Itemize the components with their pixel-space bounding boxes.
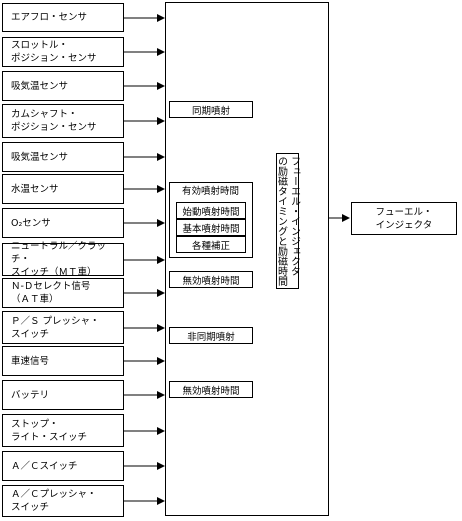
sensor-box: バッテリ — [2, 380, 124, 410]
sensor-label: 吸気温センサ — [11, 151, 69, 163]
sensor-box: ニュートラル／クラッチ・ スイッチ（ＭＴ車） — [2, 241, 124, 278]
timing-label: フューエル・インジェクタ の励磁タイミングと励磁時間 — [275, 156, 300, 286]
sensor-label: スロットル・ ポジション・センサ — [11, 40, 97, 64]
sensor-label: ニュートラル／クラッチ・ スイッチ（ＭＴ車） — [11, 241, 107, 278]
start-injection-time: 始動噴射時間 — [176, 202, 246, 219]
sync-injection-label: 同期噴射 — [191, 105, 230, 117]
invalid-time-label-2: 無効噴射時間 — [182, 385, 240, 397]
sensor-label: 水温センサ — [11, 183, 59, 195]
start-injection-time-label: 始動噴射時間 — [182, 206, 240, 218]
ecu-box — [165, 2, 329, 516]
invalid-time-box-1: 無効噴射時間 — [169, 271, 253, 288]
fuel-injector-label: フューエル・ インジェクタ — [375, 206, 433, 231]
base-injection-time-label: 基本噴射時間 — [182, 223, 240, 235]
sensor-box: Ｐ／Ｓ プレッシャ・ スイッチ — [2, 311, 124, 344]
sensor-label: ストップ・ ライト・スイッチ — [11, 418, 88, 443]
invalid-time-label-1: 無効噴射時間 — [182, 275, 240, 287]
sensor-label: 吸気温センサ — [11, 80, 69, 92]
sensor-box: Ａ／Ｃスイッチ — [2, 451, 124, 481]
sensor-box: エアフロ・センサ — [2, 3, 124, 32]
timing-box: フューエル・インジェクタ の励磁タイミングと励磁時間 — [275, 153, 300, 289]
sensor-label: Ａ／Ｃプレッシャ・ スイッチ — [11, 489, 97, 513]
sensor-label: エアフロ・センサ — [11, 12, 88, 23]
sensor-label: バッテリ — [11, 389, 50, 401]
effective-time-box: 有効噴射時間 始動噴射時間 基本噴射時間 各種補正 — [169, 182, 253, 258]
sensor-box: Ｎ-Ｄセレクト信号 （ＡＴ車） — [2, 278, 124, 308]
sensor-box: Ａ／Ｃプレッシャ・ スイッチ — [2, 485, 124, 517]
sensor-box: スロットル・ ポジション・センサ — [2, 37, 124, 67]
sync-injection-box: 同期噴射 — [169, 101, 253, 118]
various-corrections: 各種補正 — [176, 236, 246, 253]
sensor-label: O₂センサ — [11, 217, 51, 229]
sensor-box: 車速信号 — [2, 346, 124, 376]
async-injection-label: 非同期噴射 — [187, 331, 235, 343]
async-injection-box: 非同期噴射 — [169, 327, 253, 344]
sensor-box: 吸気温センサ — [2, 71, 124, 101]
sensor-box: カムシャフト・ ポジション・センサ — [2, 104, 124, 138]
sensor-label: カムシャフト・ ポジション・センサ — [11, 109, 97, 133]
various-corrections-label: 各種補正 — [191, 240, 230, 252]
base-injection-time: 基本噴射時間 — [176, 219, 246, 236]
fuel-injector-box: フューエル・ インジェクタ — [351, 202, 457, 235]
sensor-box: 水温センサ — [2, 174, 124, 204]
effective-time-title: 有効噴射時間 — [182, 186, 240, 197]
sensor-label: Ａ／Ｃスイッチ — [11, 460, 78, 472]
sensor-box: O₂センサ — [2, 208, 124, 238]
sensor-box: ストップ・ ライト・スイッチ — [2, 414, 124, 447]
sensor-label: Ｐ／Ｓ プレッシャ・ スイッチ — [11, 315, 100, 340]
sensor-box: 吸気温センサ — [2, 142, 124, 172]
sensor-label: Ｎ-Ｄセレクト信号 （ＡＴ車） — [11, 281, 91, 305]
invalid-time-box-2: 無効噴射時間 — [169, 381, 253, 398]
sensor-label: 車速信号 — [11, 355, 50, 367]
